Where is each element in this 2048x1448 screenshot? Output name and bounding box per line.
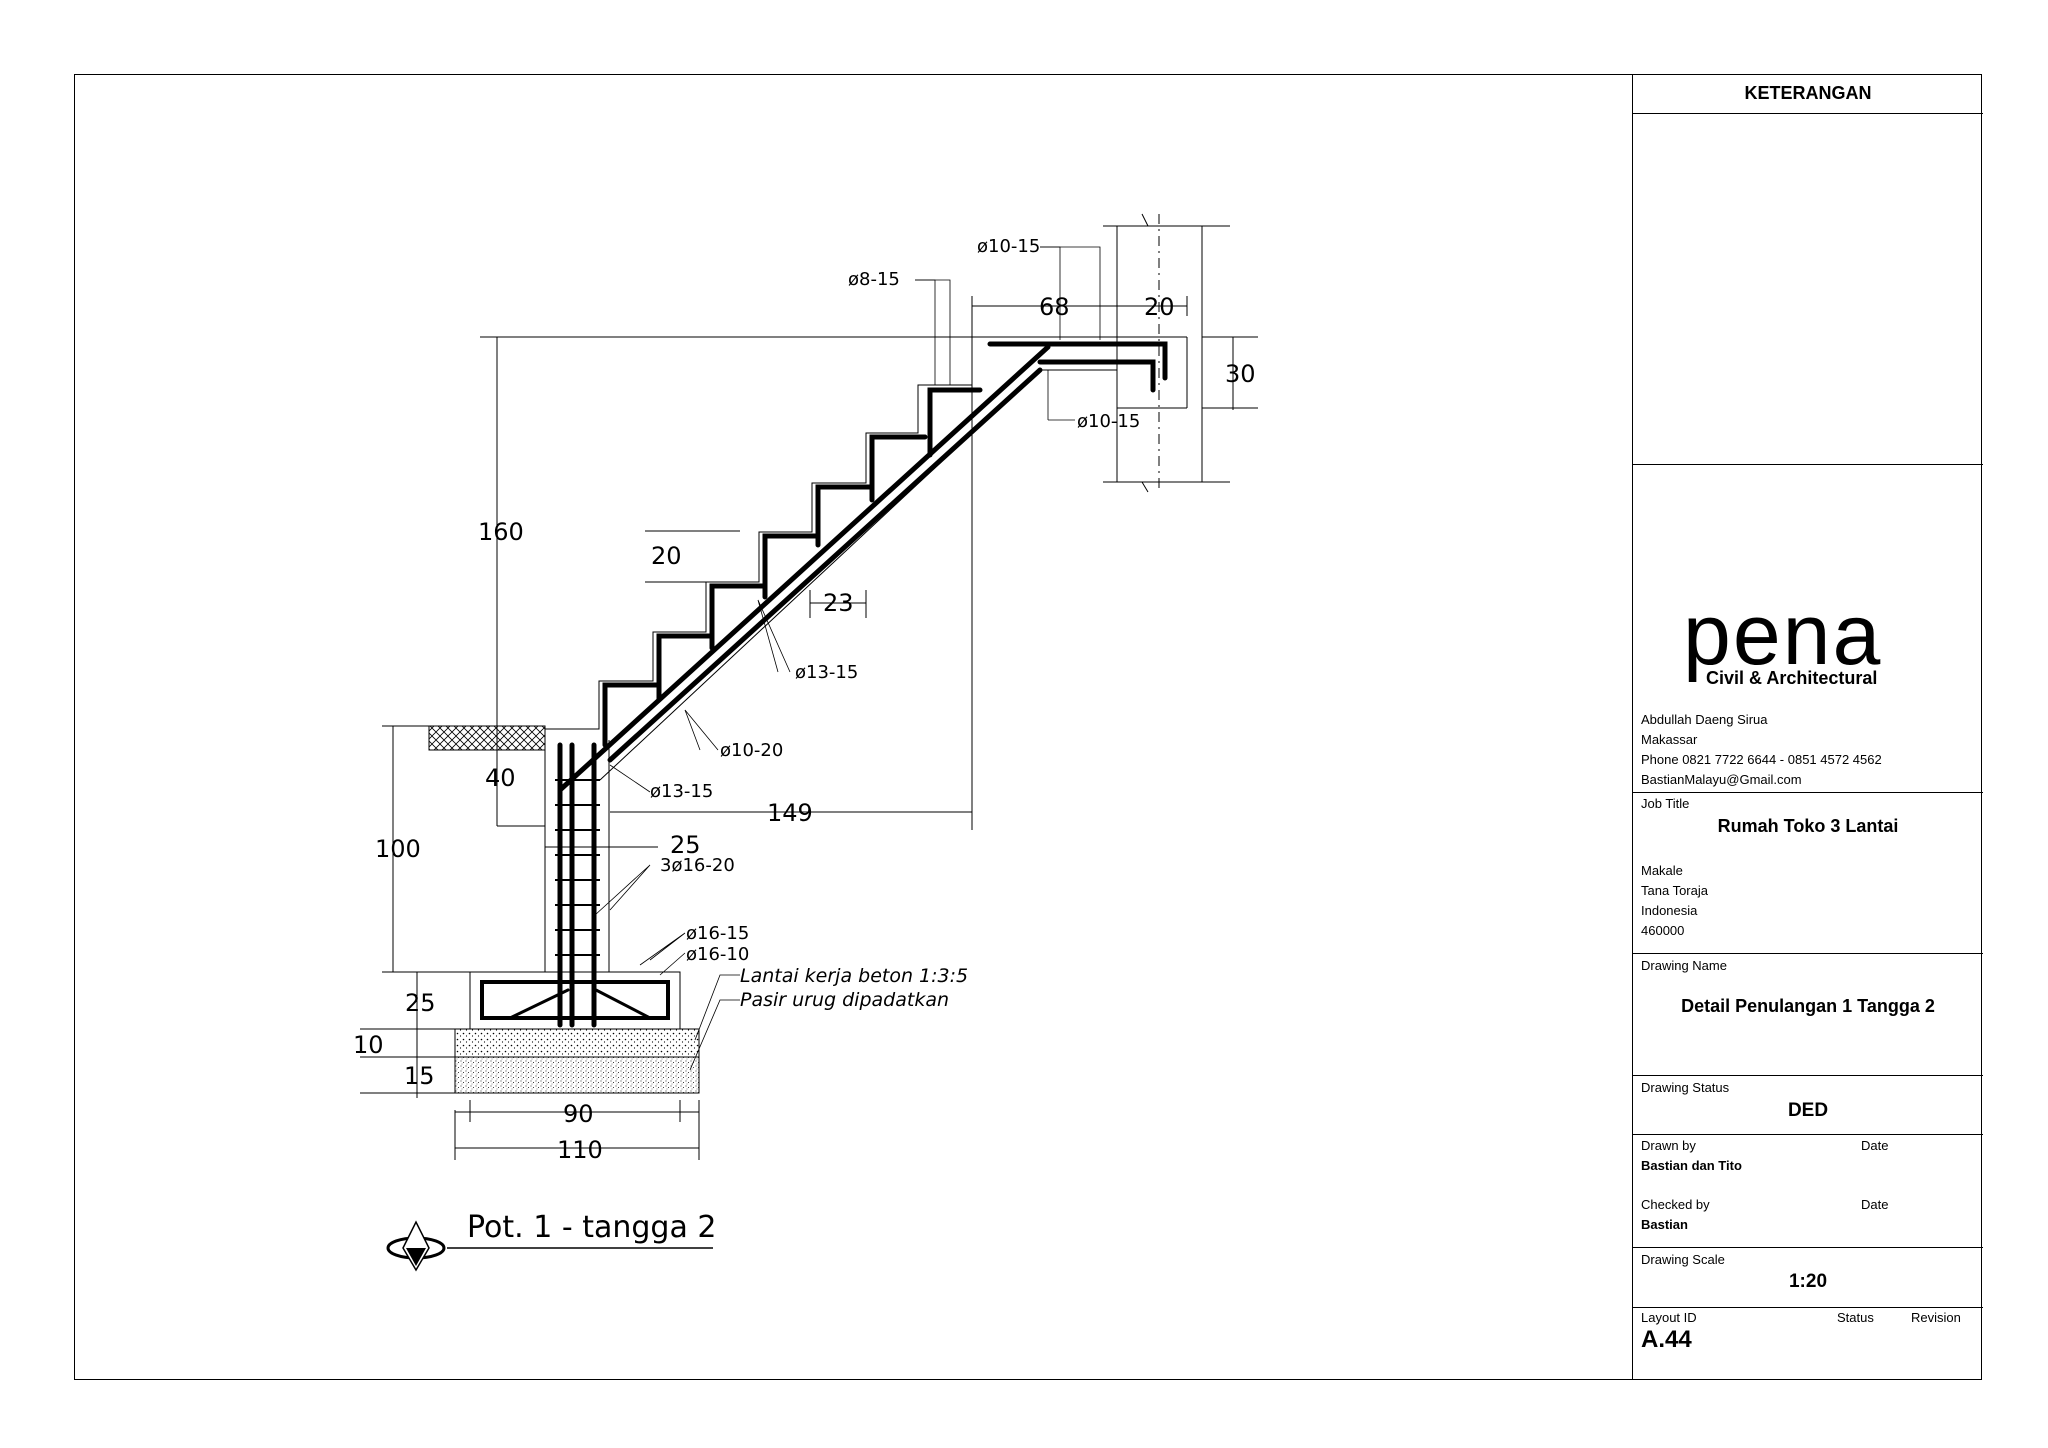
label-footing-1: ø16-15	[686, 923, 749, 944]
section-marker-icon	[386, 1220, 446, 1272]
label-top-dist: ø8-15	[848, 269, 900, 290]
job-title-label: Job Title	[1641, 796, 1690, 811]
label-column-bars: 3ø16-20	[660, 855, 735, 876]
construction-notes: Lantai kerja beton 1:3:5 Pasir urug dipa…	[740, 965, 968, 1011]
label-stair-main: ø13-15	[795, 662, 858, 683]
divider	[1633, 1307, 1983, 1308]
label-beam-top: ø13-15	[650, 781, 713, 802]
divider	[1633, 464, 1983, 465]
wall-outline	[1103, 213, 1230, 493]
dimension-texts: 68 20 30 160 20 23 40 149 25 100 25 10 1…	[353, 293, 1256, 1164]
date-label-checked: Date	[1861, 1197, 1889, 1212]
label-footing-2: ø16-10	[686, 944, 749, 965]
divider	[1633, 113, 1983, 114]
job-title: Rumah Toko 3 Lantai	[1717, 816, 1899, 836]
dim-tread: 23	[823, 589, 854, 617]
company-name: Abdullah Daeng Sirua	[1641, 712, 1768, 727]
drawing-status: DED	[1787, 1100, 1829, 1121]
divider	[1633, 792, 1983, 793]
section-title: Pot. 1 - tangga 2	[467, 1210, 716, 1245]
dim-base-width: 110	[557, 1136, 603, 1164]
logo-subtitle: Civil & Architectural	[1706, 668, 1878, 688]
dim-column-height: 100	[375, 835, 421, 863]
drawing-name-label: Drawing Name	[1641, 958, 1727, 973]
dim-footing-width: 90	[563, 1100, 594, 1128]
divider	[1633, 1247, 1983, 1248]
address-line-2: Tana Toraja	[1641, 883, 1708, 898]
rebar-label-texts: ø10-15 ø8-15 ø10-15 ø13-15 ø10-20 ø13-15…	[650, 236, 1140, 965]
dim-column-width: 25	[670, 831, 701, 859]
title-block: KETERANGAN pena Civil & Architectural Ab…	[1632, 74, 1983, 1380]
checked-by: Bastian	[1641, 1217, 1688, 1232]
ground-hatch	[428, 725, 546, 751]
dim-riser: 20	[651, 542, 682, 570]
dim-total-height: 160	[478, 518, 524, 546]
note-sand: Pasir urug dipadatkan	[740, 989, 949, 1011]
drawing-scale-label: Drawing Scale	[1641, 1252, 1725, 1267]
label-top-main: ø10-15	[977, 236, 1040, 257]
drawing-status-label: Drawing Status	[1641, 1080, 1730, 1095]
label-stair-dist: ø10-20	[720, 740, 783, 761]
checked-by-label: Checked by	[1641, 1197, 1710, 1212]
drawing-name: Detail Penulangan 1 Tangga 2	[1681, 996, 1935, 1016]
company-email: BastianMalayu@Gmail.com	[1641, 772, 1802, 787]
dim-landing-width: 68	[1039, 293, 1070, 321]
logo: pena Civil & Architectural	[1683, 587, 1883, 688]
dim-landing-thickness: 30	[1225, 360, 1256, 388]
divider	[1633, 1075, 1983, 1076]
dim-horizontal-run: 149	[767, 799, 813, 827]
status-label: Status	[1837, 1310, 1874, 1325]
layout-id-label: Layout ID	[1641, 1310, 1697, 1325]
address-line-1: Makale	[1641, 863, 1683, 878]
label-landing-bottom: ø10-15	[1077, 411, 1140, 432]
lean-concrete	[454, 1028, 700, 1058]
column-stirrups	[555, 779, 600, 956]
divider	[1633, 953, 1983, 954]
dim-footing-height: 25	[405, 989, 436, 1017]
dim-sand-fill: 15	[404, 1062, 435, 1090]
revision-label: Revision	[1911, 1310, 1961, 1325]
dim-wall-width: 20	[1144, 293, 1175, 321]
sand-fill	[454, 1056, 700, 1094]
leader-lines	[594, 246, 1101, 1071]
date-label-drawn: Date	[1861, 1138, 1889, 1153]
divider	[1633, 1134, 1983, 1135]
company-phone: Phone 0821 7722 6644 - 0851 4572 4562	[1641, 752, 1882, 767]
title-block-header: KETERANGAN	[1744, 83, 1872, 103]
column-outline	[544, 729, 610, 972]
address-line-4: 460000	[1641, 923, 1685, 938]
stair-steps-outline	[544, 384, 972, 738]
address-line-3: Indonesia	[1641, 903, 1698, 918]
dim-slab-depth: 40	[485, 764, 516, 792]
drawn-by: Bastian dan Tito	[1641, 1158, 1742, 1173]
logo-wordmark: pena	[1683, 587, 1883, 683]
company-city: Makassar	[1641, 732, 1698, 747]
layout-id: A.44	[1641, 1326, 1692, 1353]
drawing-sheet-border	[74, 74, 1982, 1380]
drawing-scale: 1:20	[1788, 1271, 1828, 1292]
note-lean-concrete: Lantai kerja beton 1:3:5	[740, 965, 968, 987]
rebar-group	[480, 341, 1168, 1028]
dimension-lines	[360, 296, 1258, 1160]
drawn-by-label: Drawn by	[1641, 1138, 1696, 1153]
dim-lean-concrete: 10	[353, 1031, 384, 1059]
